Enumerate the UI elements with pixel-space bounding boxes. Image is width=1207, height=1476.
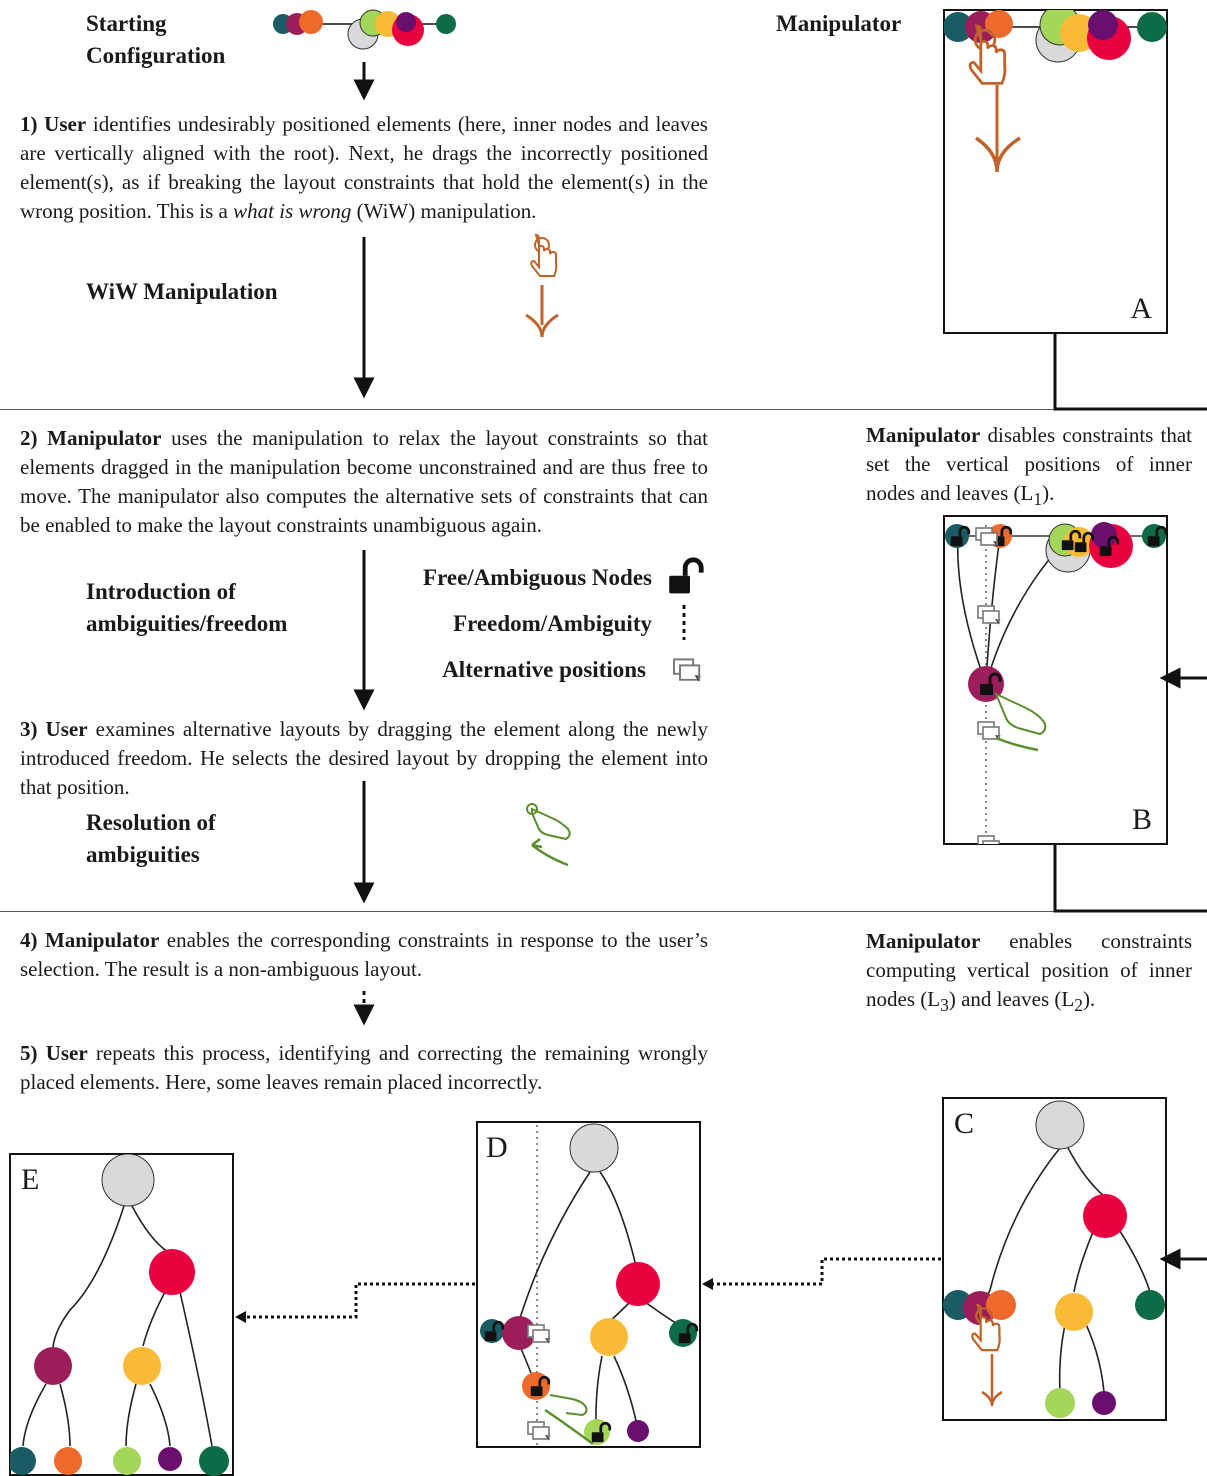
legend-alternative-label: Alternative positions [442, 657, 646, 682]
step-2-actor: 2) Manipulator [20, 426, 162, 450]
step-4-actor: 4) Manipulator [20, 928, 160, 952]
panel-b-letter: B [1131, 803, 1152, 836]
resolution-label-line2: ambiguities [86, 842, 200, 867]
wiw-hand-icon [525, 234, 559, 338]
step-2-text: 2) Manipulator uses the manipulation to … [20, 424, 708, 540]
panel-e-letter: E [21, 1163, 40, 1196]
panel-d-letter: D [486, 1131, 508, 1164]
wiw-manipulation-label: WiW Manipulation [86, 279, 278, 304]
panel-b-note-actor: Manipulator [866, 423, 981, 447]
step-4-text: 4) Manipulator enables the corresponding… [20, 926, 708, 984]
section-divider-1 [0, 409, 1207, 410]
resolution-hand-icon [526, 803, 571, 867]
alternative-position-icon [673, 658, 704, 684]
panel-e: E [9, 1153, 234, 1476]
panel-c-graphics [943, 1100, 1165, 1418]
legend-free-label: Free/Ambiguous Nodes [423, 565, 652, 590]
panel-c-note-body: enables constraints computing vertical p… [866, 929, 1192, 1011]
panel-b-note-sub: 1 [1033, 489, 1043, 510]
step-5-text: 5) User repeats this process, identifyin… [20, 1039, 708, 1097]
introduction-label-line1: Introduction of [86, 579, 236, 604]
panel-c-note-sub1: 3 [940, 995, 949, 1016]
panel-b-graphics [945, 522, 1167, 844]
step-1-emphasis: what is wrong [233, 199, 352, 223]
starting-configuration-label: Starting Configuration [86, 8, 276, 72]
connector-d-to-e [243, 1282, 475, 1319]
panel-c-note: Manipulator enables constraints computin… [866, 927, 1192, 1020]
connector-d-to-e-head [235, 1311, 246, 1323]
connector-c-to-d-head [702, 1278, 713, 1290]
legend-freedom-label: Freedom/Ambiguity [453, 611, 652, 636]
panel-b-note-body: disables constraints that set the vertic… [866, 423, 1192, 505]
step-3-body: examines alternative layouts by dragging… [20, 717, 708, 799]
panel-c-letter: C [954, 1107, 975, 1140]
panel-c-note-actor: Manipulator [866, 929, 981, 953]
panel-b-note-end: ). [1042, 481, 1055, 505]
step-1-text: 1) User identifies undesirably positione… [20, 110, 708, 226]
panel-b-note: Manipulator disables constraints that se… [866, 421, 1192, 514]
starting-label-line1: Starting [86, 11, 167, 36]
step-1-body-b: (WiW) manipulation. [351, 199, 537, 223]
introduction-label-line2: ambiguities/freedom [86, 611, 288, 636]
connector-b-out [1053, 845, 1207, 913]
panel-c-note-sub2: 2 [1074, 995, 1083, 1016]
free-node-lock-icon [669, 560, 701, 594]
starting-label-line2: Configuration [86, 43, 226, 68]
panel-a-graphics [944, 10, 1167, 173]
resolution-label: Resolution of ambiguities [86, 807, 216, 871]
panel-c-note-mid: ) and leaves (L [948, 987, 1075, 1011]
step-3-text: 3) User examines alternative layouts by … [20, 715, 708, 802]
step-5-body: repeats this process, identifying and co… [20, 1041, 708, 1094]
connector-a-out [1053, 334, 1207, 411]
start-config-nodes [273, 9, 456, 50]
resolution-label-line1: Resolution of [86, 810, 216, 835]
panel-d-graphics [480, 1123, 699, 1447]
step-2-body: uses the manipulation to relax the layou… [20, 426, 708, 537]
manipulator-heading: Manipulator [776, 11, 902, 36]
step-5-actor: 5) User [20, 1041, 88, 1065]
step-3-actor: 3) User [20, 717, 88, 741]
step-4-body: enables the corresponding constraints in… [20, 928, 708, 981]
panel-e-graphics [10, 1154, 229, 1476]
panel-a-letter: A [1130, 292, 1152, 325]
section-divider-2 [0, 911, 1207, 912]
step-1-body-a: identifies undesirably positioned elemen… [20, 112, 708, 223]
panel-c-note-end: ). [1082, 987, 1096, 1011]
connector-c-to-d [710, 1257, 941, 1286]
panel-c: C [942, 1097, 1167, 1421]
step-1-actor: 1) User [20, 112, 87, 136]
introduction-label: Introduction of ambiguities/freedom [86, 576, 287, 640]
